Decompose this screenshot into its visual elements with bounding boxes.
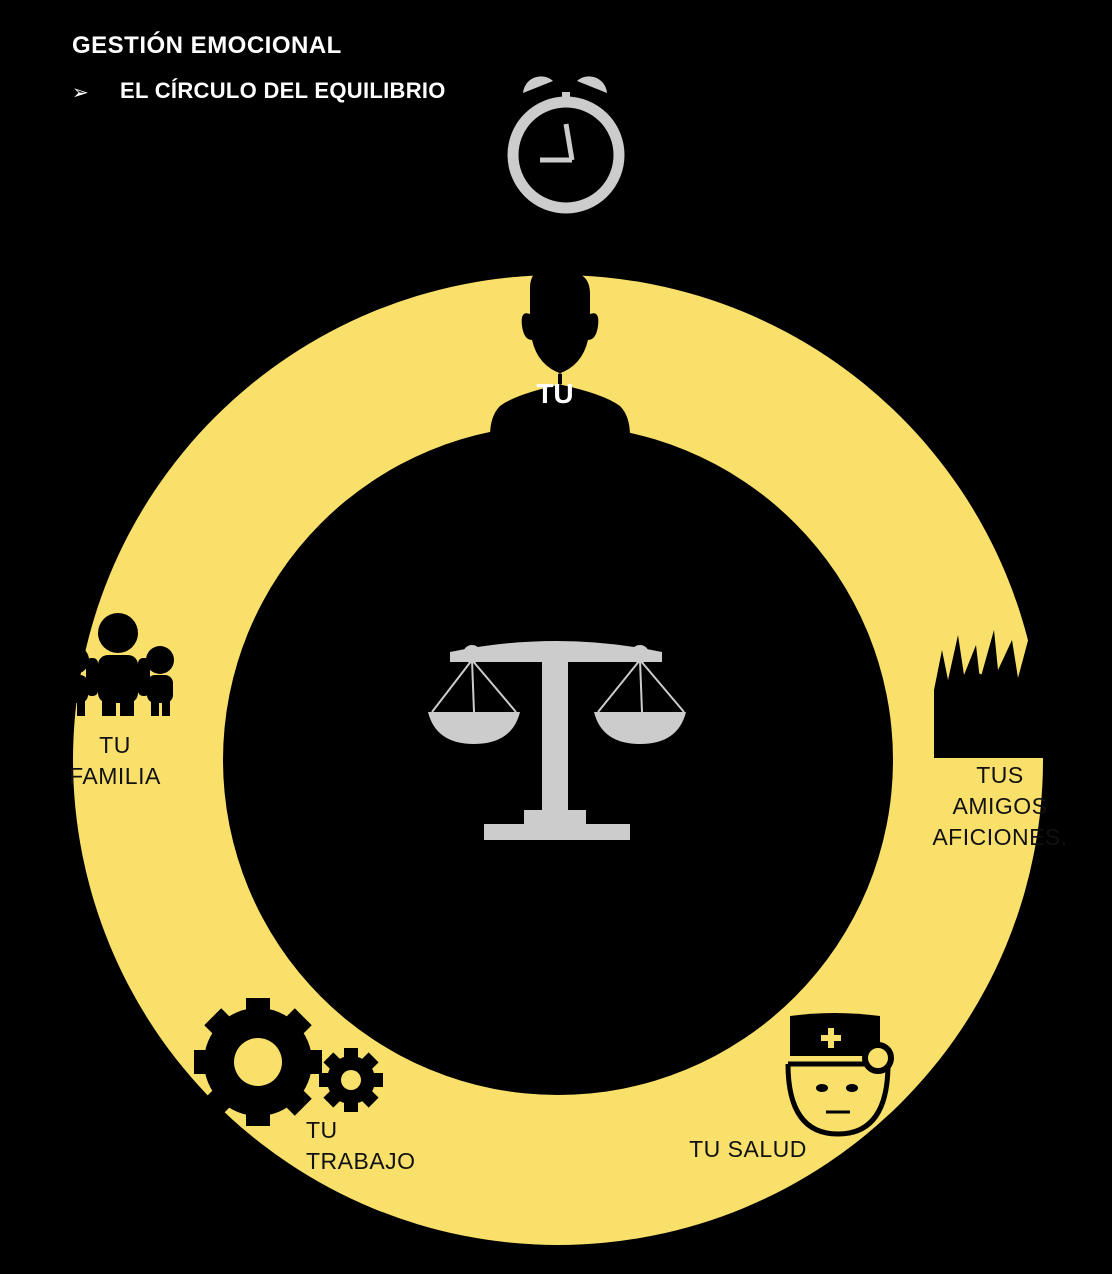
label-amigos-line1: TUS <box>976 762 1024 788</box>
alarm-clock-icon <box>507 76 625 214</box>
center-label: TU <box>536 378 574 409</box>
label-familia-line1: TU <box>99 732 131 758</box>
label-trabajo: TU TRABAJO <box>306 1115 456 1177</box>
label-amigos-line2: AMIGOS <box>952 793 1048 819</box>
label-amigos-line3: AFICIONES. <box>932 824 1068 850</box>
page-subtitle: EL CÍRCULO DEL EQUILIBRIO <box>120 78 446 103</box>
doctor-icon <box>785 1013 894 1137</box>
bullet-arrow-icon: ➢ <box>72 82 89 104</box>
crowd-icon <box>934 630 1082 758</box>
page-title: GESTIÓN EMOCIONAL <box>72 32 342 59</box>
label-familia: TU FAMILIA <box>50 730 180 792</box>
gears-icon <box>194 998 383 1126</box>
family-icon <box>61 613 174 716</box>
label-trabajo-line2: TRABAJO <box>306 1148 416 1174</box>
label-amigos: TUS AMIGOS AFICIONES. <box>918 760 1082 853</box>
label-familia-line2: FAMILIA <box>69 763 161 789</box>
label-trabajo-line1: TU <box>306 1117 338 1143</box>
person-bust-icon <box>490 266 630 436</box>
label-salud-line1: TU SALUD <box>689 1136 807 1162</box>
label-salud: TU SALUD <box>680 1134 816 1165</box>
balance-scale-icon <box>428 641 686 840</box>
